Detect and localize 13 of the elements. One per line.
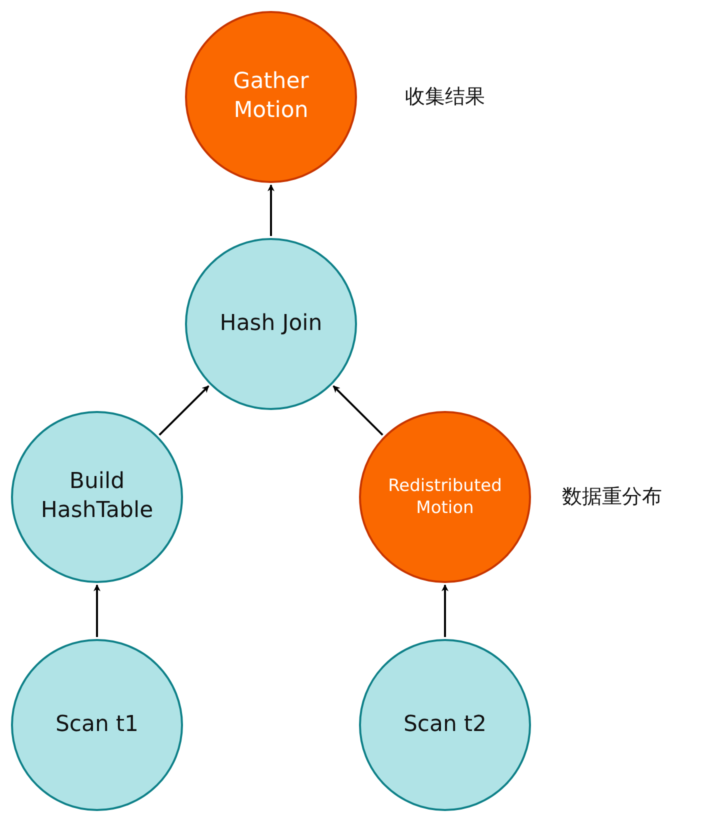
arrow	[158, 385, 210, 436]
arrow	[94, 584, 100, 637]
operator-circle: Scan t1	[11, 639, 183, 811]
operator-circle: Scan t2	[359, 639, 531, 811]
annotation-text: 收集结果	[405, 83, 485, 110]
motion-circle: Gather Motion	[185, 11, 357, 183]
arrow	[442, 584, 448, 637]
arrow	[332, 385, 384, 436]
motion-circle: Redistributed Motion	[359, 411, 531, 583]
arrow	[268, 184, 274, 236]
operator-circle: Hash Join	[185, 238, 357, 410]
annotation-text: 数据重分布	[562, 483, 662, 510]
operator-circle: Build HashTable	[11, 411, 183, 583]
